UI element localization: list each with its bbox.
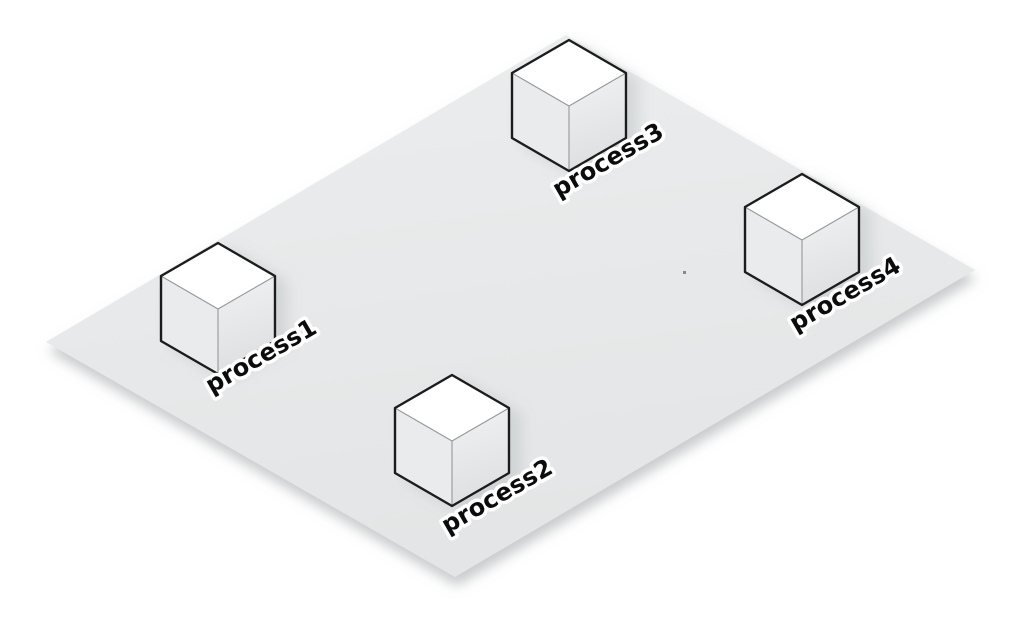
anchor-point-dot xyxy=(683,271,686,274)
ground-plane xyxy=(46,35,975,577)
